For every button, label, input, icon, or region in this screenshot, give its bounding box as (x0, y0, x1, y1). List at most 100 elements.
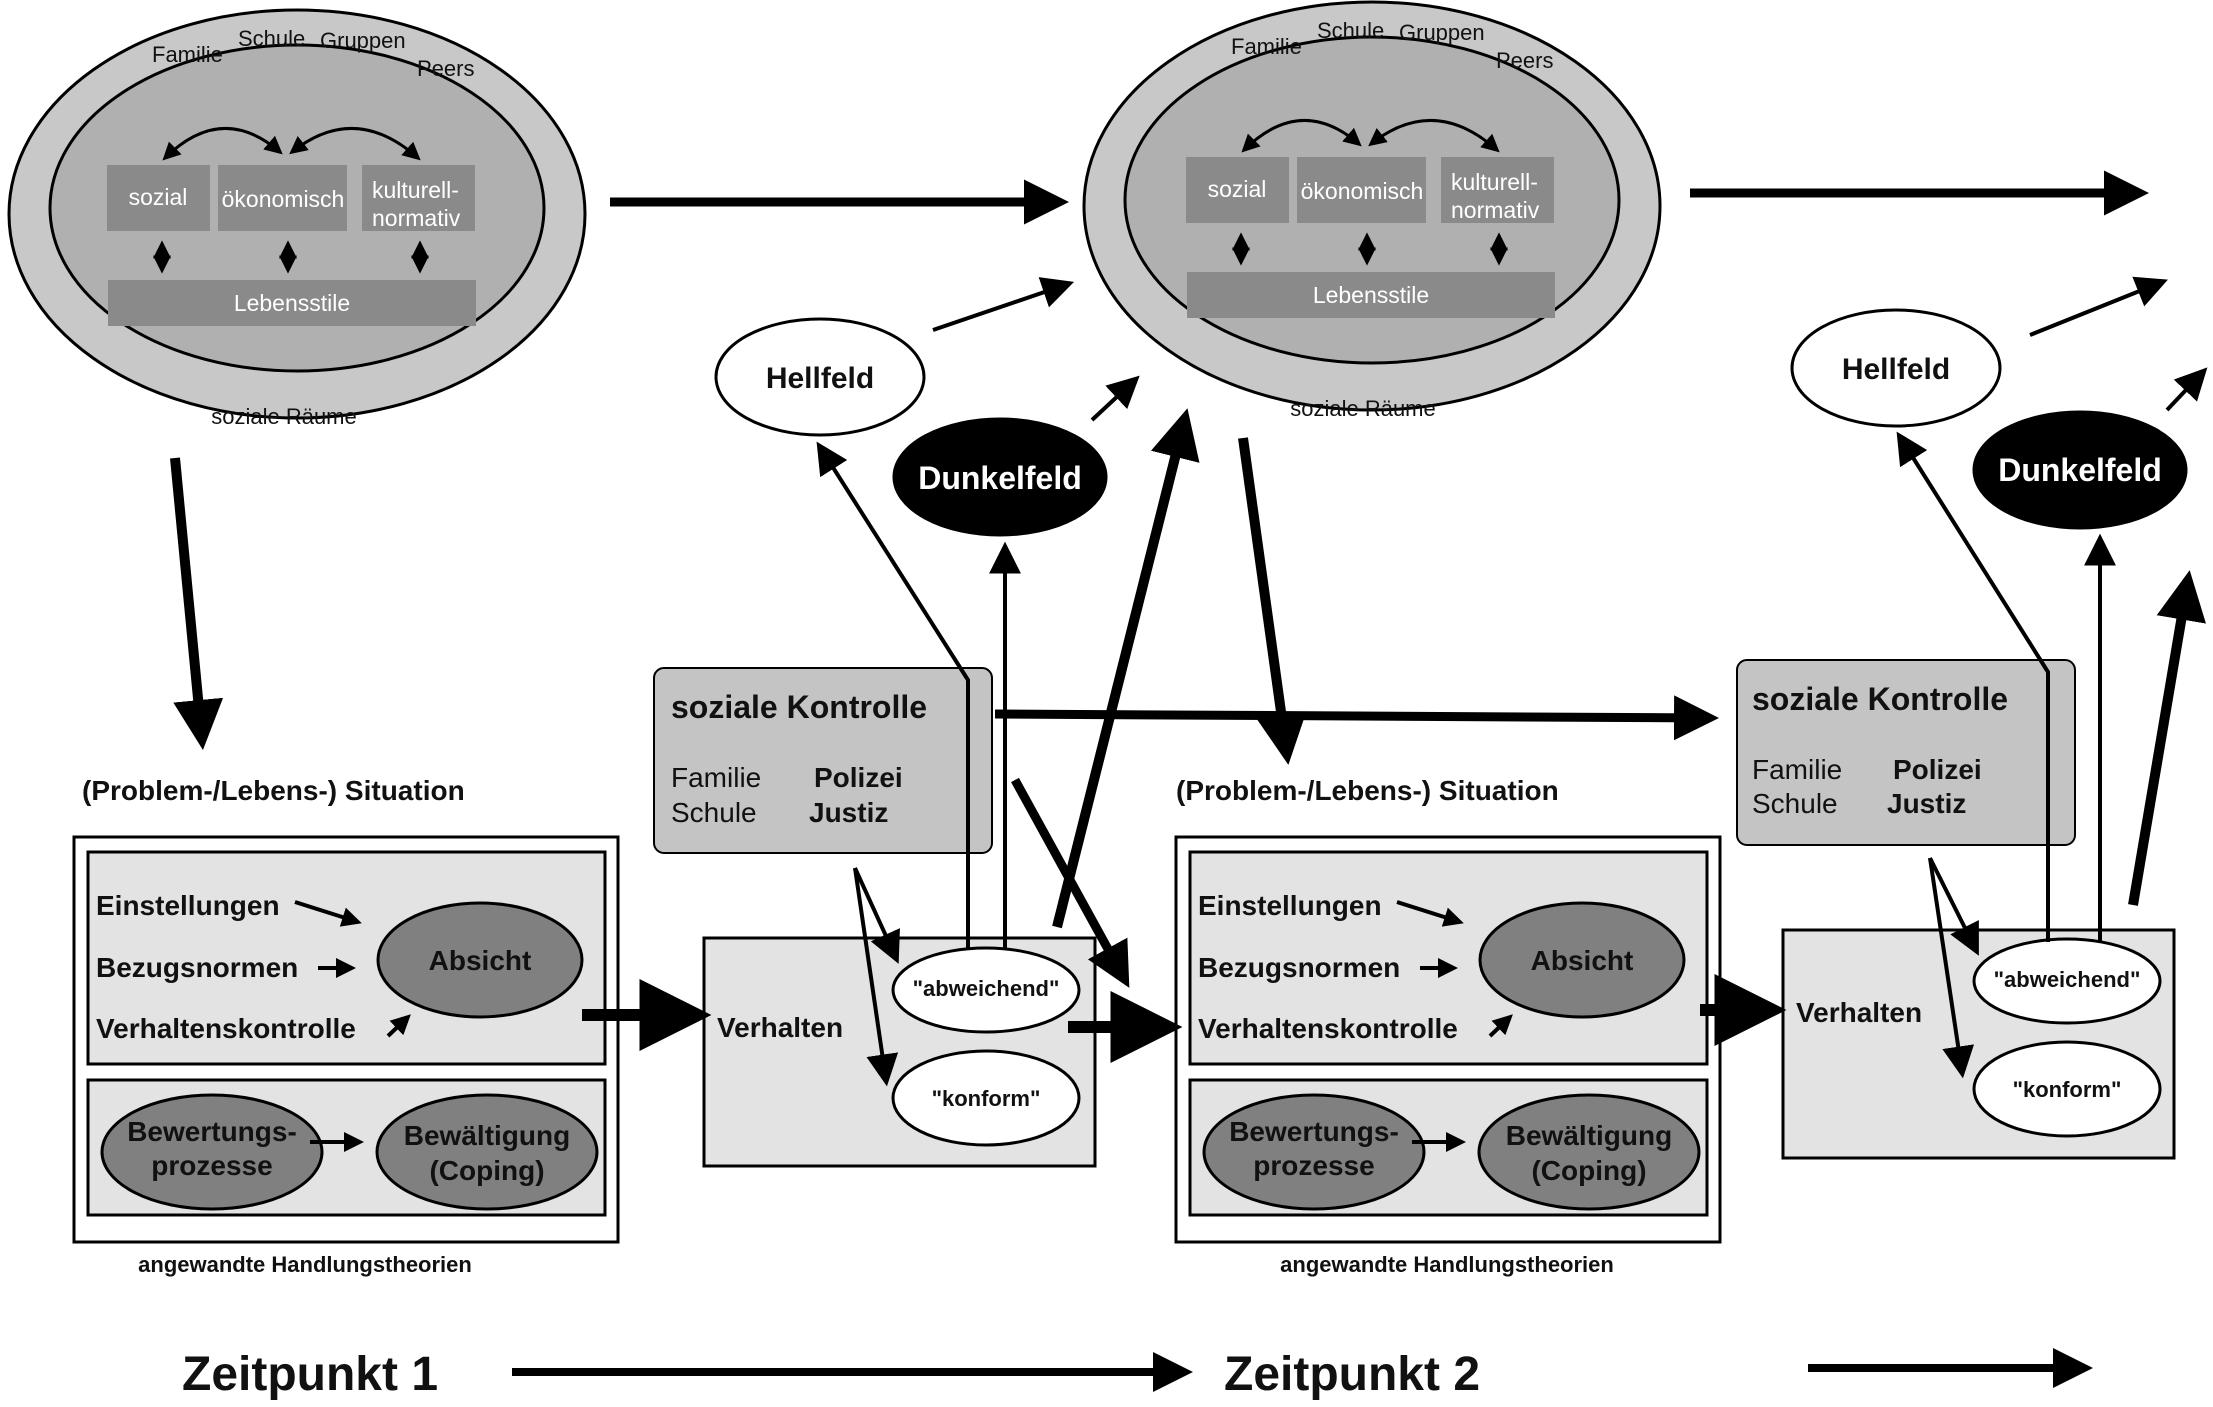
arrow-control2-to-abweichend (1928, 857, 1979, 956)
behavior-1: Verhalten "abweichend" "konform" (702, 936, 1097, 1168)
arrow-verhaltenskontrolle (1488, 1014, 1513, 1038)
behavior-2: Verhalten "abweichend" "konform" (1781, 928, 2176, 1160)
label-zeitpunkt-1: Zeitpunkt 1 (182, 1348, 438, 1401)
label-familie: Familie (1231, 34, 1302, 59)
label-bewaeltigung-1: Bewältigung (1506, 1120, 1672, 1151)
label-kulturell-2: normativ (1451, 197, 1540, 223)
absicht-oval (1478, 901, 1686, 1019)
label-familie: Familie (671, 762, 761, 793)
control-title: soziale Kontrolle (671, 689, 927, 725)
control-box (1736, 659, 2076, 846)
label-peers: Peers (417, 56, 474, 81)
arrow-einstellungen (294, 900, 362, 927)
caption-handlungstheorien: angewandte Handlungstheorien (1280, 1252, 1614, 1277)
konform-oval (891, 1049, 1081, 1147)
box-kulturell (1441, 157, 1554, 223)
label-einstellungen: Einstellungen (96, 890, 280, 921)
label-schule: Schule (1752, 788, 1838, 819)
dunkelfeld-oval (892, 417, 1108, 537)
box-sozial (1186, 157, 1289, 223)
label-hellfeld: Hellfeld (766, 362, 874, 395)
label-schule: Schule (1317, 18, 1384, 43)
box-sozial (107, 165, 210, 231)
situation-title: (Problem-/Lebens-) Situation (82, 775, 465, 806)
arrow-behavior1-to-space2 (1052, 408, 1200, 929)
box-kulturell (362, 165, 475, 231)
arrow-abweichend1-to-hellfeld (816, 441, 970, 950)
box-lebensstile (1187, 272, 1555, 318)
dunkelfeld-oval (1972, 410, 2188, 530)
situation-1: (Problem-/Lebens-) Situation Einstellung… (72, 775, 620, 1277)
social-control-1: soziale Kontrolle Familie Schule Polizei… (653, 667, 993, 854)
social-control-2: soziale Kontrolle Familie Schule Polizei… (1736, 659, 2076, 846)
label-familie: Familie (152, 42, 223, 67)
label-bewertung-2: prozesse (1253, 1150, 1374, 1181)
label-sozial: sozial (1208, 176, 1267, 202)
label-bezugsnormen: Bezugsnormen (96, 952, 298, 983)
arrow-dunkelfeld-to-space2 (1090, 375, 1140, 422)
arrow-control2-to-konform (1928, 857, 1975, 1079)
label-bewaeltigung-2: (Coping) (1531, 1155, 1646, 1186)
label-oekonomisch: ökonomisch (222, 186, 345, 212)
label-verhaltenskontrolle: Verhaltenskontrolle (1198, 1013, 1458, 1044)
label-lebensstile: Lebensstile (234, 290, 350, 316)
label-bewaeltigung-1: Bewältigung (404, 1120, 570, 1151)
control-box (653, 667, 993, 854)
label-peers: Peers (1496, 48, 1553, 73)
arrow-einstellungen (1396, 900, 1464, 927)
label-bewertung-1: Bewertungs- (1229, 1116, 1399, 1147)
label-lebensstile: Lebensstile (1313, 282, 1429, 308)
social-space-1: Familie Schule Gruppen Peers sozial ökon… (7, 8, 587, 429)
arrow-verhaltenskontrolle (386, 1014, 411, 1038)
label-hellfeld: Hellfeld (1842, 353, 1950, 386)
arrow-control1-to-konform (853, 867, 899, 1087)
label-schule: Schule (671, 797, 757, 828)
label-schule: Schule (238, 26, 305, 51)
label-gruppen: Gruppen (320, 28, 406, 53)
situation-title: (Problem-/Lebens-) Situation (1176, 775, 1559, 806)
label-justiz: Justiz (809, 797, 888, 828)
social-space-2: Familie Schule Gruppen Peers sozial ökon… (1082, 0, 1662, 421)
label-bezugsnormen: Bezugsnormen (1198, 952, 1400, 983)
label-konform: "konform" (2013, 1077, 2122, 1102)
label-oekonomisch: ökonomisch (1301, 178, 1424, 204)
label-soziale-raeume: soziale Räume (1290, 396, 1436, 421)
label-verhalten: Verhalten (717, 1012, 843, 1043)
caption-handlungstheorien: angewandte Handlungstheorien (138, 1252, 472, 1277)
arrow-hellfeld-to-space2 (932, 277, 1075, 332)
label-gruppen: Gruppen (1399, 20, 1485, 45)
konform-oval (1972, 1040, 2162, 1138)
arrow-space1-to-situation1 (170, 457, 224, 750)
bewertung-oval (1202, 1093, 1426, 1211)
arrow-behavior2-onward (2128, 570, 2206, 906)
label-absicht: Absicht (429, 945, 532, 976)
bewertung-oval (100, 1093, 324, 1211)
label-bewertung-2: prozesse (151, 1150, 272, 1181)
label-kulturell-1: kulturell- (1451, 169, 1538, 195)
label-sozial: sozial (129, 184, 188, 210)
absicht-oval (376, 901, 584, 1019)
bewaeltigung-oval (375, 1093, 599, 1211)
label-bewaeltigung-2: (Coping) (429, 1155, 544, 1186)
box-oekonomisch (1297, 157, 1426, 223)
label-dunkelfeld: Dunkelfeld (1998, 452, 2162, 488)
hellfeld-oval (1790, 308, 2002, 428)
arrow-control1-to-abweichend (853, 867, 900, 964)
situation-2: (Problem-/Lebens-) Situation Einstellung… (1174, 775, 1722, 1277)
label-kulturell-2: normativ (372, 205, 461, 231)
label-absicht: Absicht (1531, 945, 1634, 976)
bewaeltigung-oval (1477, 1093, 1701, 1211)
label-konform: "konform" (932, 1086, 1041, 1111)
box-lebensstile (108, 280, 476, 326)
arrows (170, 170, 2208, 1392)
label-zeitpunkt-2: Zeitpunkt 2 (1224, 1348, 1480, 1401)
curved-arrow-left (162, 127, 283, 161)
label-verhaltenskontrolle: Verhaltenskontrolle (96, 1013, 356, 1044)
label-abweichend: "abweichend" (1994, 967, 2141, 992)
fields-2: Hellfeld Dunkelfeld (1790, 308, 2188, 530)
label-einstellungen: Einstellungen (1198, 890, 1382, 921)
label-familie: Familie (1752, 754, 1842, 785)
arrow-dunkelfeld2-onward (2165, 367, 2208, 412)
arrow-space2-to-situation2 (1238, 437, 1307, 765)
